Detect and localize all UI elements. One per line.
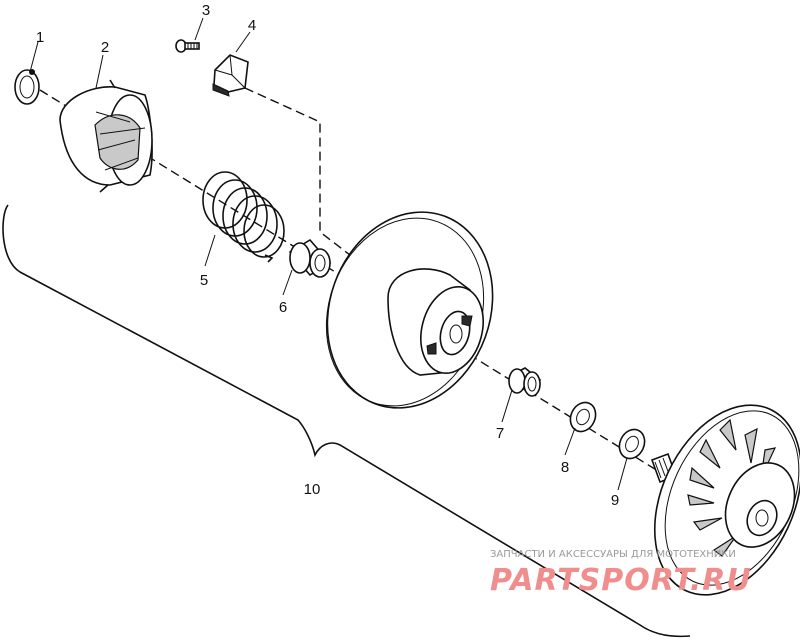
watermark-caption: ЗАПЧАСТИ И АКСЕССУАРЫ ДЛЯ МОТОТЕХНИКИ [490,549,736,560]
moveable-sheave [325,211,494,409]
part-2-helix [59,79,153,193]
callout-2: 2 [101,39,109,56]
part-5-spring [202,171,285,263]
part-7-bushing [508,367,542,397]
stationary-sheave [650,404,800,596]
callout-3: 3 [202,2,210,19]
part-8-washer [569,401,597,433]
watermark-brand: PARTSPORT.RU [490,563,752,598]
callout-10: 10 [304,481,321,498]
watermark: ЗАПЧАСТИ И АКСЕССУАРЫ ДЛЯ МОТОТЕХНИКИ PA… [490,549,752,598]
callout-6: 6 [279,299,287,316]
callout-8: 8 [561,459,569,476]
part-6-bushing [288,238,332,278]
callout-5: 5 [200,272,208,289]
callout-1: 1 [36,29,44,46]
callout-7: 7 [496,425,504,442]
part-3-screw [175,39,200,53]
part-4-slider-button [212,54,249,97]
part-9-washer [618,428,646,460]
leader-lines [29,17,628,491]
part-1-snap-ring [14,69,40,105]
callout-4: 4 [248,17,256,34]
callout-9: 9 [611,492,619,509]
group-bracket-10 [2,204,691,638]
